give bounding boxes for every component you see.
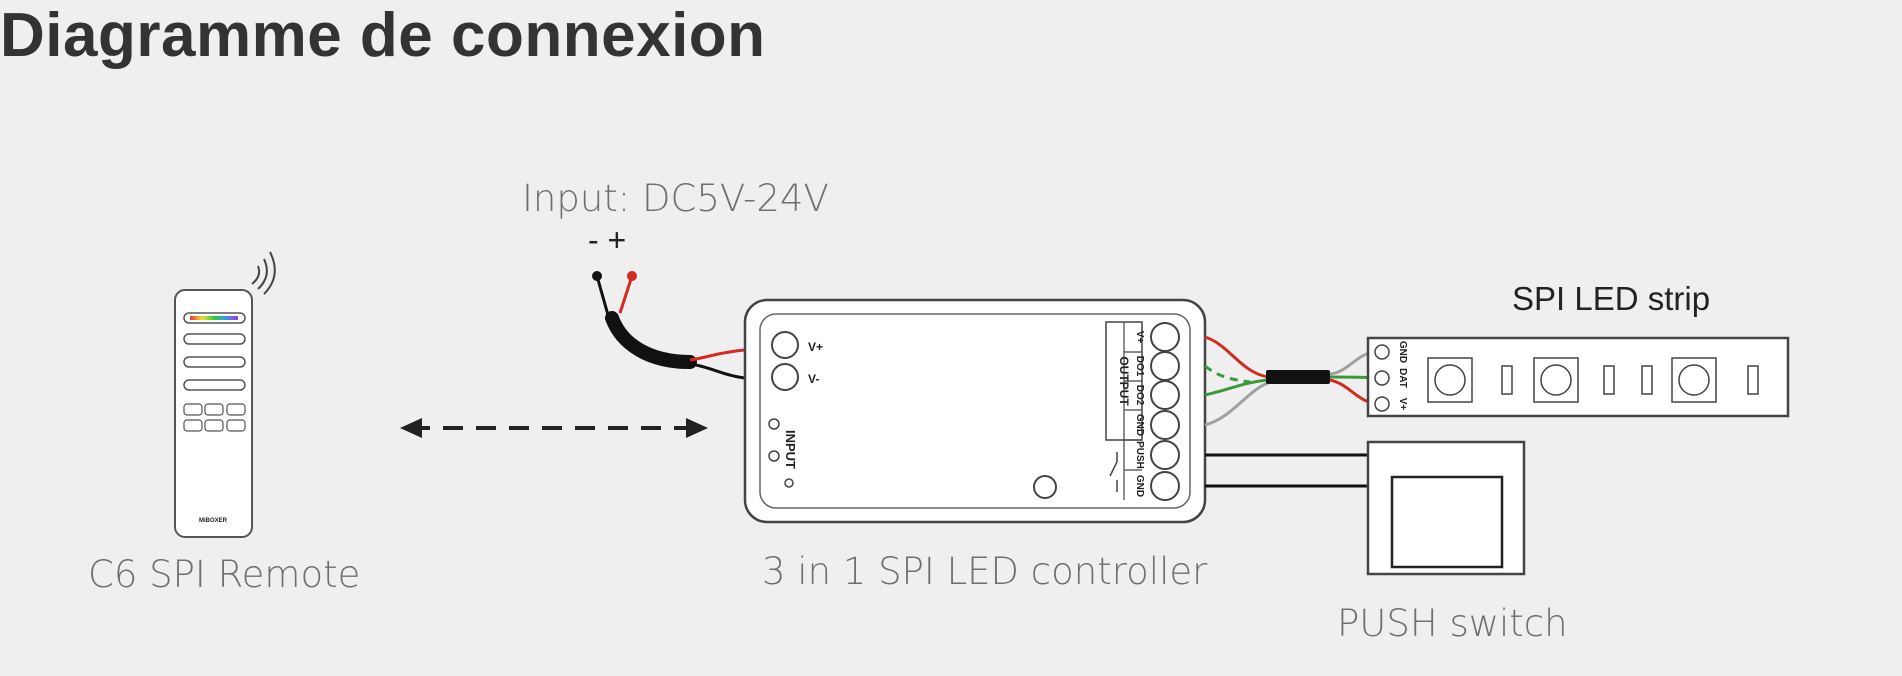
- push-switch: [1366, 440, 1526, 576]
- input-terminal-vplus: V+: [808, 340, 823, 354]
- output-terminal-gnd-2: GND: [1134, 475, 1145, 497]
- diagram-title: Diagramme de connexion: [0, 1, 766, 70]
- power-input-label: Input: DC5V-24V: [522, 177, 829, 220]
- remote-brand: MiBOXER: [199, 518, 228, 524]
- strip-pin-gnd: GND: [1397, 341, 1408, 363]
- led-strip: GND DAT V+: [1366, 336, 1790, 418]
- output-terminal-vplus: V+: [1134, 331, 1145, 344]
- strip-pin-vplus: V+: [1397, 398, 1408, 411]
- polarity-label: - +: [588, 222, 627, 258]
- power-input-wires: [592, 271, 746, 380]
- output-wires: [1204, 335, 1381, 488]
- push-switch-caption: PUSH switch: [1337, 602, 1568, 645]
- output-terminal-push: PUSH: [1134, 441, 1145, 469]
- wireless-signal-icon: [251, 251, 276, 295]
- controller-caption: 3 in 1 SPI LED controller: [762, 550, 1208, 593]
- output-terminal-gnd: GND: [1134, 414, 1145, 436]
- output-label: OUTPUT: [1117, 356, 1131, 406]
- remote-control: MiBOXER: [174, 251, 276, 538]
- led-controller: V+ V- INPUT OUTPUT V+ DO1 DO2 GND PUSH G…: [743, 298, 1207, 524]
- remote-caption: C6 SPI Remote: [88, 553, 361, 596]
- strip-pin-dat: DAT: [1397, 368, 1408, 388]
- output-terminal-do1: DO1: [1134, 356, 1145, 377]
- output-terminal-do2: DO2: [1134, 385, 1145, 406]
- input-terminal-vminus: V-: [808, 372, 819, 386]
- wireless-link-arrow: [400, 418, 708, 438]
- input-label: INPUT: [783, 430, 798, 469]
- led-strip-caption: SPI LED strip: [1512, 280, 1711, 317]
